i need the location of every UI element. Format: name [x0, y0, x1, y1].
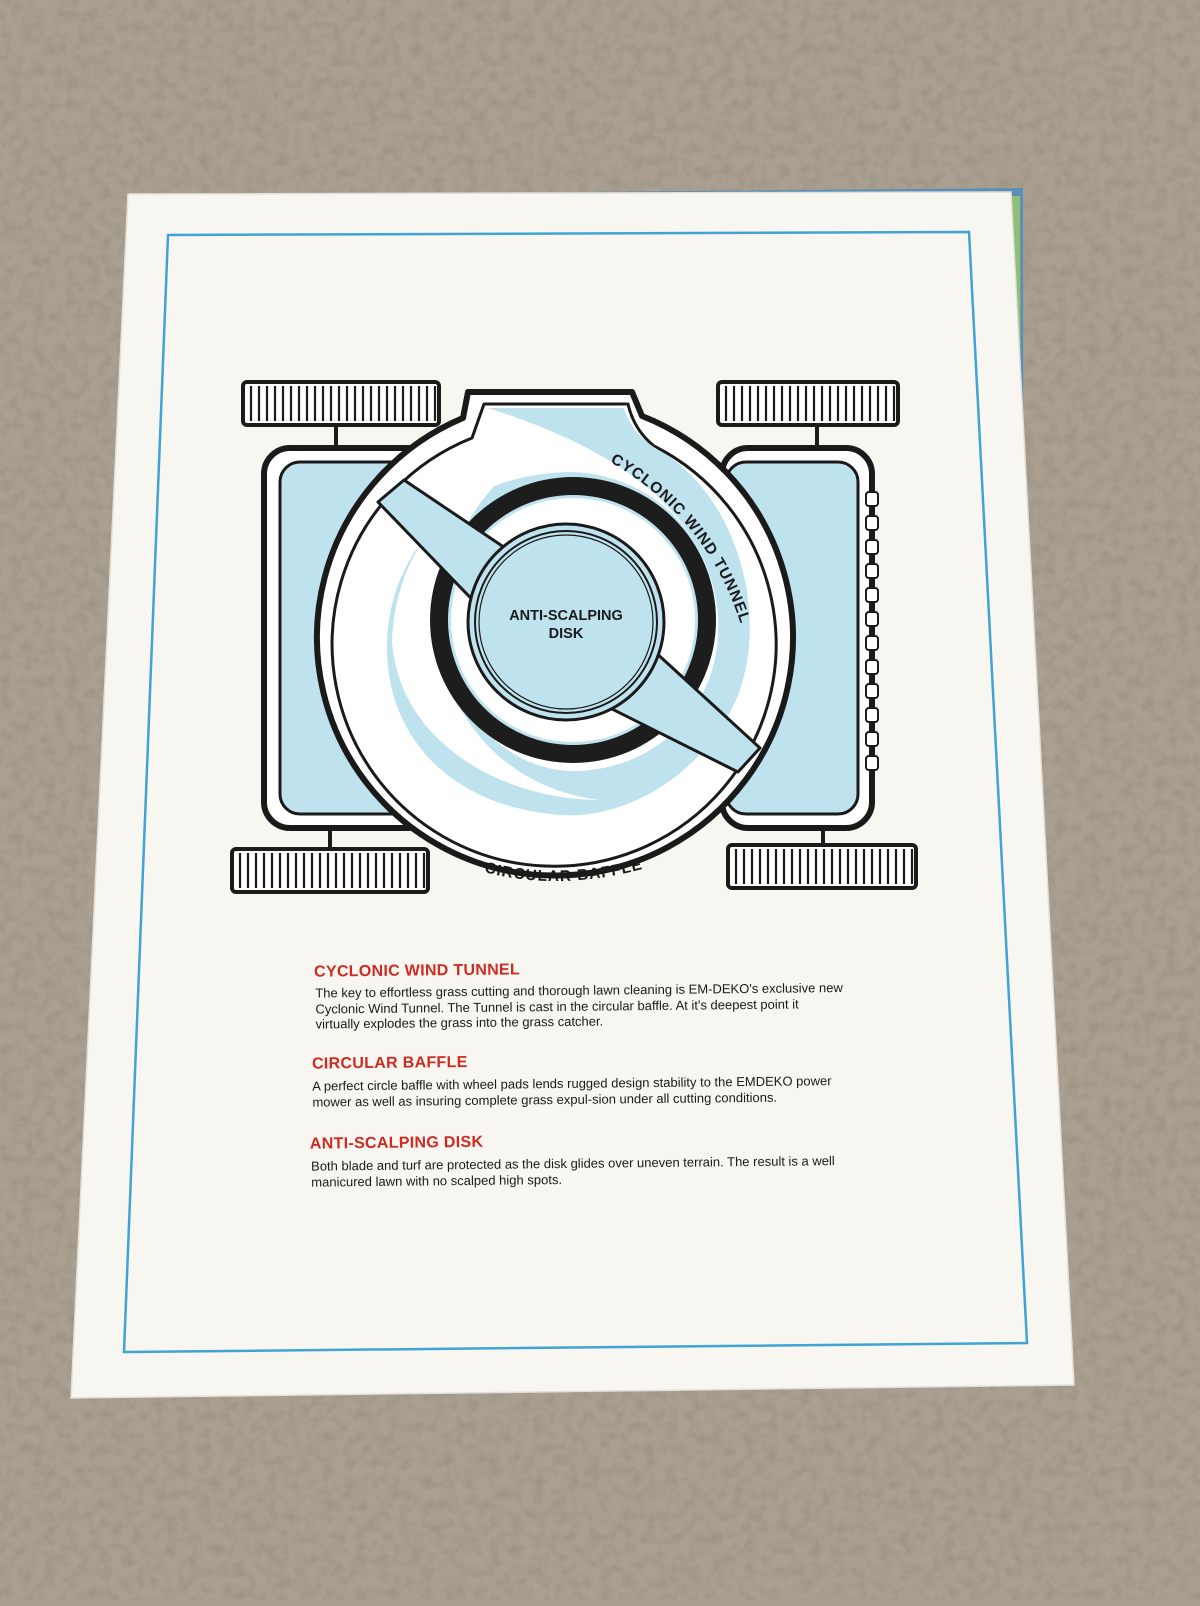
heading-circular-baffle: CIRCULAR BAFFLE	[311, 1053, 468, 1073]
wheel-front-right	[716, 380, 900, 427]
side-treads	[865, 491, 879, 771]
heading-anti-scalping-disk: ANTI-SCALPING DISK	[309, 1133, 484, 1153]
wheel-front-left	[241, 380, 441, 427]
mower-diagram	[230, 380, 918, 894]
text-cyclonic-wind-tunnel: The key to effortless grass cutting and …	[315, 980, 843, 1032]
page-border	[122, 230, 1029, 1354]
label-anti-scalping-line2: DISK	[549, 626, 584, 642]
text-circular-baffle: A perfect circle baffle with wheel pads …	[312, 1073, 832, 1110]
wheel-rear-right	[726, 843, 918, 890]
label-anti-scalping-line1: ANTI-SCALPING	[509, 608, 623, 624]
anti-scalping-disk	[466, 522, 666, 722]
text-anti-scalping-disk: Both blade and turf are protected as the…	[311, 1153, 835, 1190]
heading-cyclonic-wind-tunnel: CYCLONIC WIND TUNNEL	[313, 961, 521, 981]
wheel-rear-left	[230, 847, 430, 894]
